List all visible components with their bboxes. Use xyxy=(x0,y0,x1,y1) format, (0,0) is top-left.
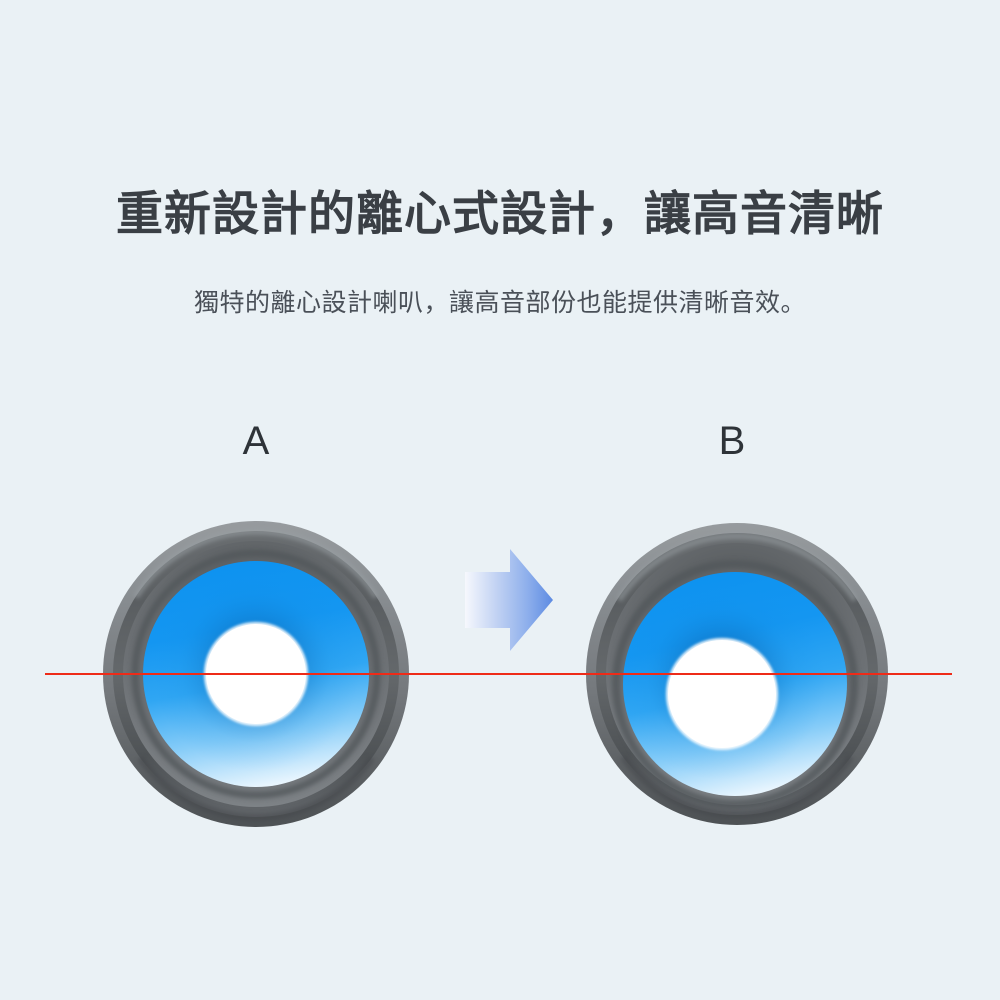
speaker-b-dust-cap xyxy=(668,640,776,748)
speaker-label-b: B xyxy=(718,419,746,463)
page-title: 重新設計的離心式設計，讓高音清晰 xyxy=(116,187,884,240)
speaker-b-rim-highlight-top xyxy=(616,533,858,602)
speaker-a-rim-shadow-bottom xyxy=(137,755,375,821)
transition-arrow xyxy=(465,549,553,651)
arrow-right-icon xyxy=(465,549,553,651)
headline-block: 重新設計的離心式設計，讓高音清晰 xyxy=(0,186,1000,241)
subheadline-block: 獨特的離心設計喇叭，讓高音部份也能提供清晰音效。 xyxy=(0,287,1000,320)
speaker-a-rim-highlight-top xyxy=(133,528,379,599)
speaker-b-dust-cap-edge xyxy=(666,638,778,750)
speaker-label-a: A xyxy=(242,419,270,463)
page-subtitle: 獨特的離心設計喇叭，讓高音部份也能提供清晰音效。 xyxy=(193,289,806,317)
speaker-b-rim-shadow-bottom xyxy=(620,754,854,819)
speaker-b-surround-inner-edge xyxy=(612,560,858,808)
